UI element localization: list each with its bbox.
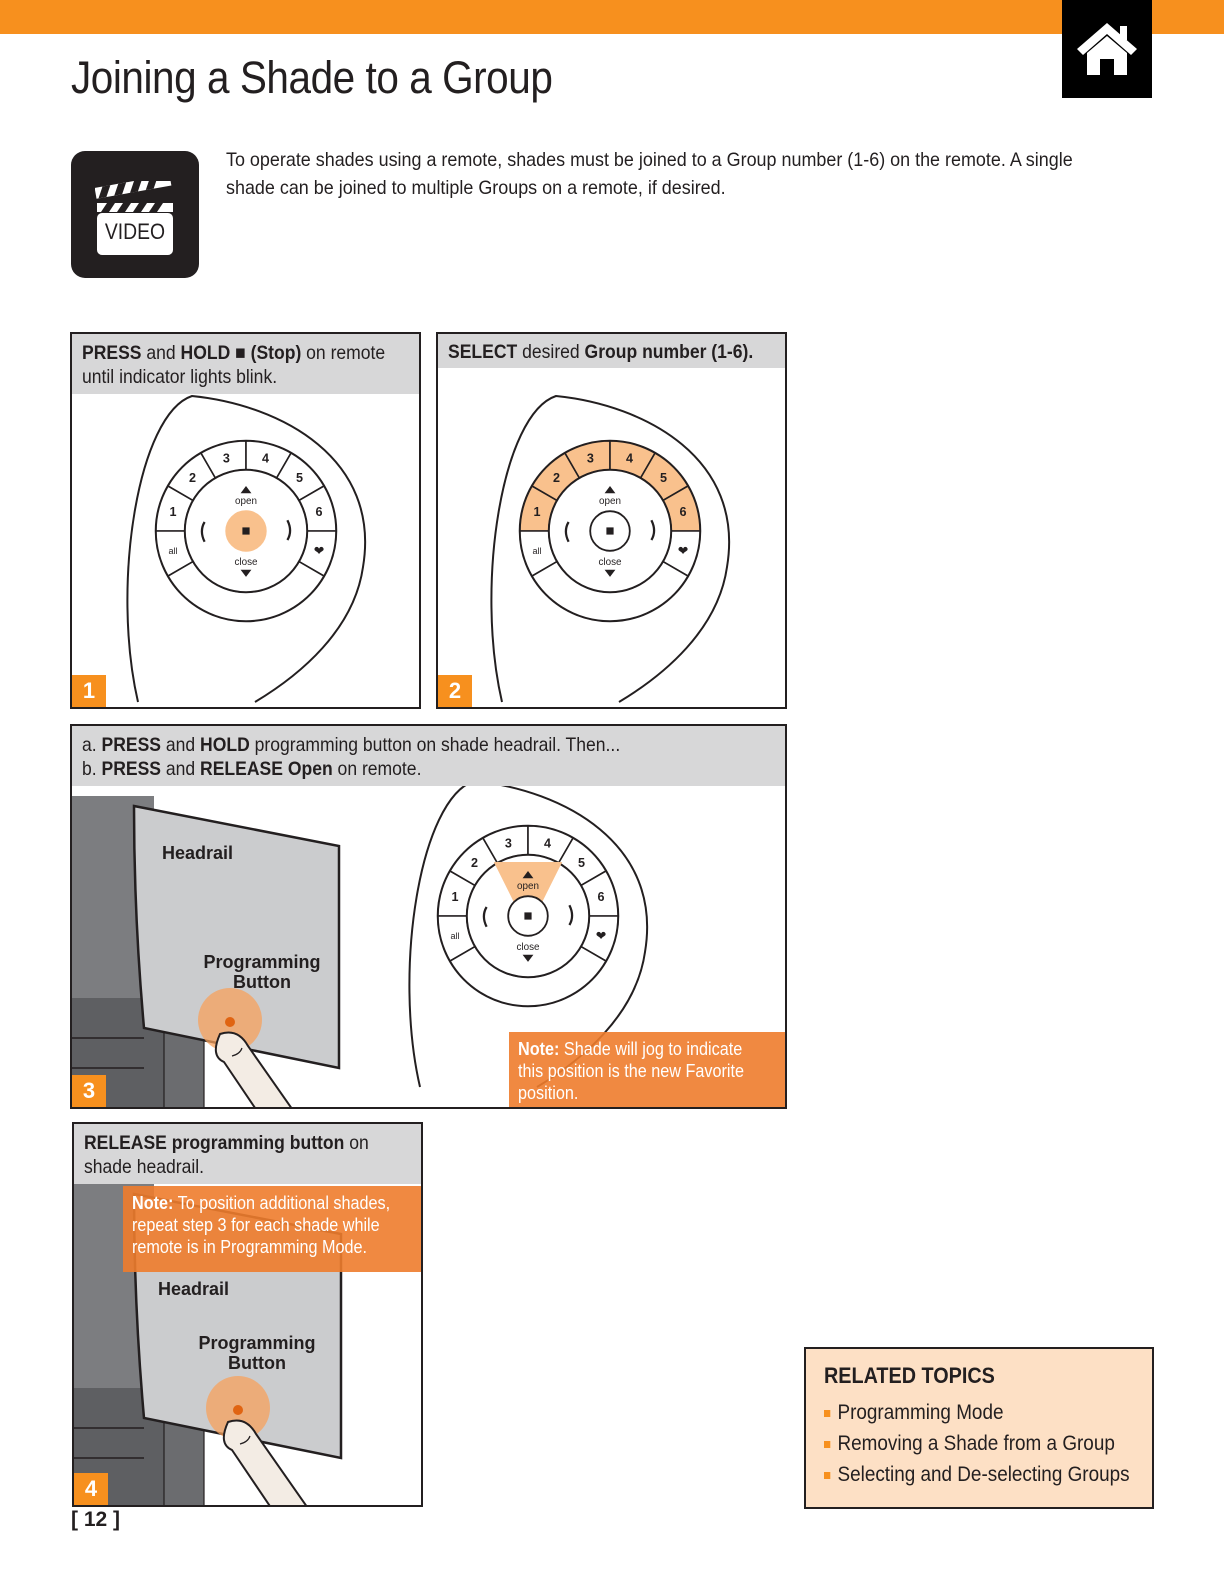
programming-button bbox=[233, 1405, 243, 1415]
headrail-label: Headrail bbox=[162, 843, 234, 863]
headrail-label: Headrail bbox=[158, 1279, 230, 1299]
open-label: open bbox=[517, 881, 539, 892]
open-arrow-icon bbox=[604, 486, 616, 494]
group-number-label: 5 bbox=[660, 471, 667, 485]
group-number-label: 3 bbox=[587, 451, 594, 465]
open-arrow-icon bbox=[240, 486, 252, 494]
open-highlight bbox=[493, 862, 563, 902]
related-topic-link[interactable]: Selecting and De-selecting Groups bbox=[824, 1459, 1130, 1490]
tilt-left-icon bbox=[482, 906, 488, 928]
group-number-label: 2 bbox=[189, 471, 196, 485]
headrail-and-remote-illustration: 1 2 3 4 5 6 ❤ all open close bbox=[72, 779, 648, 1107]
home-button[interactable] bbox=[1062, 0, 1152, 98]
top-accent-bar bbox=[0, 0, 1224, 34]
heart-icon: ❤ bbox=[596, 928, 607, 943]
intro-text: To operate shades using a remote, shades… bbox=[226, 149, 1073, 199]
group-number-label: 2 bbox=[553, 471, 560, 485]
finger-icon bbox=[222, 1419, 307, 1505]
step-number: 1 bbox=[72, 675, 106, 707]
related-topics-list: Programming Mode Removing a Shade from a… bbox=[824, 1397, 1134, 1490]
programming-button bbox=[225, 1017, 235, 1027]
related-topic-link[interactable]: Removing a Shade from a Group bbox=[824, 1428, 1115, 1459]
group-number-label: 5 bbox=[296, 471, 303, 485]
page-title: Joining a Shade to a Group bbox=[71, 52, 553, 103]
close-arrow-icon bbox=[522, 954, 534, 962]
tilt-left-icon bbox=[564, 521, 570, 543]
step-3-panel: 1 2 3 4 5 6 ❤ all open close a. PRESS and HOLD pr… bbox=[70, 724, 787, 1109]
stop-icon bbox=[606, 527, 614, 535]
clapper-body bbox=[97, 213, 173, 255]
page-number: [ 12 ] bbox=[71, 1508, 121, 1531]
remote-dial: 1 2 3 4 5 6 ❤ all open close bbox=[408, 779, 648, 1088]
step-1-panel: 1 2 3 4 5 6 ❤ all open close PRESS and HOLD ■ (St… bbox=[70, 332, 421, 709]
open-label: open bbox=[235, 496, 257, 507]
close-label: close bbox=[516, 942, 540, 953]
remote-illustration: 1 2 3 4 5 6 ❤ all open close bbox=[490, 394, 730, 703]
programming-button-label: Programming Button bbox=[198, 1333, 316, 1373]
group-number-label: 4 bbox=[544, 836, 551, 850]
bullet-icon bbox=[824, 1440, 831, 1448]
remote-dial: 1 2 3 4 5 6 ❤ all open close bbox=[490, 394, 730, 703]
step-3-instruction: a. PRESS and HOLD programming button on … bbox=[72, 726, 785, 786]
group-number-label: 1 bbox=[533, 505, 540, 519]
group-number-label: 5 bbox=[578, 856, 585, 870]
video-button[interactable]: VIDEO bbox=[71, 151, 199, 278]
close-arrow-icon bbox=[240, 569, 252, 577]
group-number-label: 4 bbox=[262, 451, 269, 465]
close-arrow-icon bbox=[604, 569, 616, 577]
related-topics-box: RELATED TOPICS Programming Mode Removing… bbox=[804, 1347, 1154, 1509]
headrail-drawing bbox=[72, 796, 341, 1107]
tilt-right-icon bbox=[568, 904, 574, 926]
remote-dial: 1 2 3 4 5 6 ❤ all open close bbox=[126, 394, 366, 703]
remote-illustration: 1 2 3 4 5 6 ❤ all open close bbox=[126, 394, 366, 703]
step-4-panel: RELEASE programming button on shade head… bbox=[72, 1122, 423, 1507]
remote-outline bbox=[490, 394, 730, 703]
stop-icon bbox=[524, 912, 532, 920]
step-2-panel: 1 2 3 4 5 6 ❤ all open close SELECT desired Group… bbox=[436, 332, 787, 709]
programming-button-label: Programming Button bbox=[203, 952, 321, 992]
all-label: all bbox=[532, 546, 541, 556]
group-number-label: 4 bbox=[626, 451, 633, 465]
step-number: 2 bbox=[438, 675, 472, 707]
tilt-left-icon bbox=[200, 521, 206, 543]
related-topic-link[interactable]: Programming Mode bbox=[824, 1397, 1103, 1428]
group-number-label: 3 bbox=[505, 836, 512, 850]
clapperboard-icon bbox=[95, 181, 173, 212]
step-4-note: Note: To position additional shades, rep… bbox=[123, 1186, 421, 1272]
group-number-label: 1 bbox=[451, 890, 458, 904]
home-icon bbox=[1077, 23, 1137, 75]
step-2-instruction: SELECT desired Group number (1-6). bbox=[438, 334, 785, 368]
group-number-label: 2 bbox=[471, 856, 478, 870]
bullet-icon bbox=[824, 1471, 831, 1479]
step-number: 3 bbox=[72, 1075, 106, 1107]
close-label: close bbox=[234, 557, 258, 568]
related-topics-title: RELATED TOPICS bbox=[824, 1363, 995, 1388]
tilt-right-icon bbox=[286, 519, 292, 541]
step-4-instruction: RELEASE programming button on shade head… bbox=[74, 1124, 421, 1184]
open-label: open bbox=[599, 496, 621, 507]
finger-icon bbox=[214, 1031, 292, 1107]
group-number-label: 6 bbox=[598, 890, 605, 904]
step-number: 4 bbox=[74, 1473, 108, 1505]
video-label: VIDEO bbox=[104, 219, 166, 244]
group-number-label: 6 bbox=[680, 505, 687, 519]
remote-outline bbox=[408, 779, 648, 1088]
all-label: all bbox=[450, 931, 459, 941]
group-number-label: 6 bbox=[316, 505, 323, 519]
all-label: all bbox=[168, 546, 177, 556]
stop-icon bbox=[242, 527, 250, 535]
step-3-note: Note: Shade will jog to indicate this po… bbox=[509, 1032, 785, 1107]
close-label: close bbox=[598, 557, 622, 568]
step-1-instruction: PRESS and HOLD ■ (Stop) on remote until … bbox=[72, 334, 419, 394]
headrail-face bbox=[132, 804, 341, 1070]
tilt-right-icon bbox=[650, 519, 656, 541]
heart-icon: ❤ bbox=[314, 543, 325, 558]
bullet-icon bbox=[824, 1409, 831, 1417]
heart-icon: ❤ bbox=[678, 543, 689, 558]
group-number-label: 1 bbox=[169, 505, 176, 519]
open-arrow-icon bbox=[522, 871, 534, 879]
group-number-label: 3 bbox=[223, 451, 230, 465]
remote-outline bbox=[126, 394, 366, 703]
